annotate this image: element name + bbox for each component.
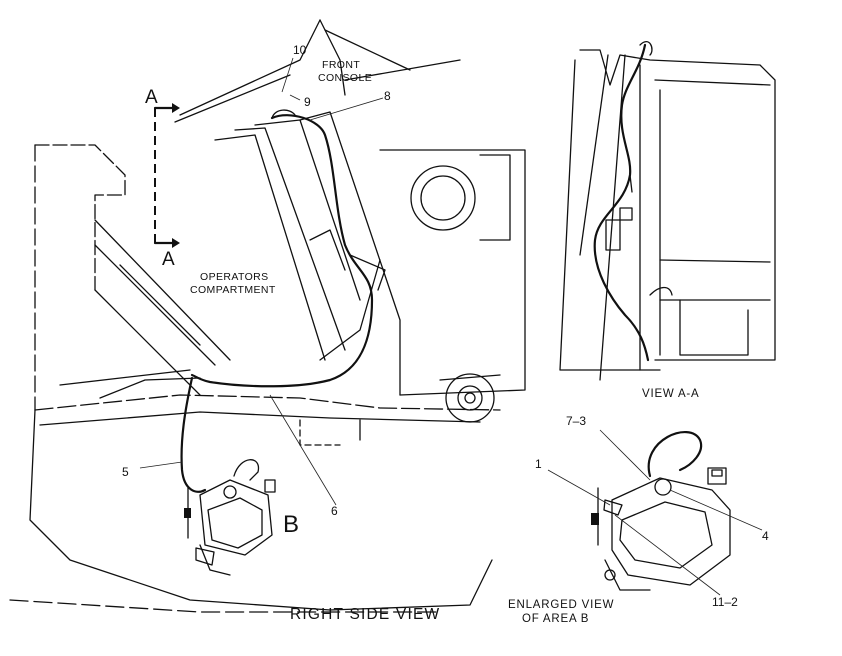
enlarged-area-b-drawing: [547, 429, 763, 596]
callout-1: 1: [535, 457, 542, 471]
enlarged-view-caption-line1: ENLARGED VIEW: [508, 599, 614, 611]
callout-9: 9: [304, 95, 311, 109]
leader-lines-main: [139, 57, 384, 506]
operators-compartment-label-line2: COMPARTMENT: [190, 284, 276, 296]
callout-11-2: 11–2: [712, 595, 738, 609]
horn-assembly-main: [184, 459, 276, 576]
callout-5: 5: [122, 465, 129, 479]
callout-4: 4: [762, 529, 769, 543]
operators-compartment-label-line1: OPERATORS: [200, 271, 269, 283]
view-a-a-caption: VIEW A-A: [642, 388, 700, 400]
section-a-top-label: A: [145, 87, 158, 108]
view-a-a-drawing: [559, 41, 776, 381]
callout-8: 8: [384, 89, 391, 103]
callout-6: 6: [331, 504, 338, 518]
front-console-label-line2: CONSOLE: [318, 72, 372, 84]
enlarged-view-caption-line2: OF AREA B: [522, 613, 589, 625]
section-arrows: [153, 103, 180, 248]
area-b-label: B: [283, 511, 299, 538]
callout-10: 10: [293, 43, 307, 57]
section-a-bottom-label: A: [162, 249, 175, 270]
right-side-view-drawing: [9, 19, 526, 613]
front-console-label-line1: FRONT: [322, 59, 360, 71]
right-side-view-caption: RIGHT SIDE VIEW: [290, 606, 440, 623]
callout-7-3: 7–3: [566, 414, 586, 428]
